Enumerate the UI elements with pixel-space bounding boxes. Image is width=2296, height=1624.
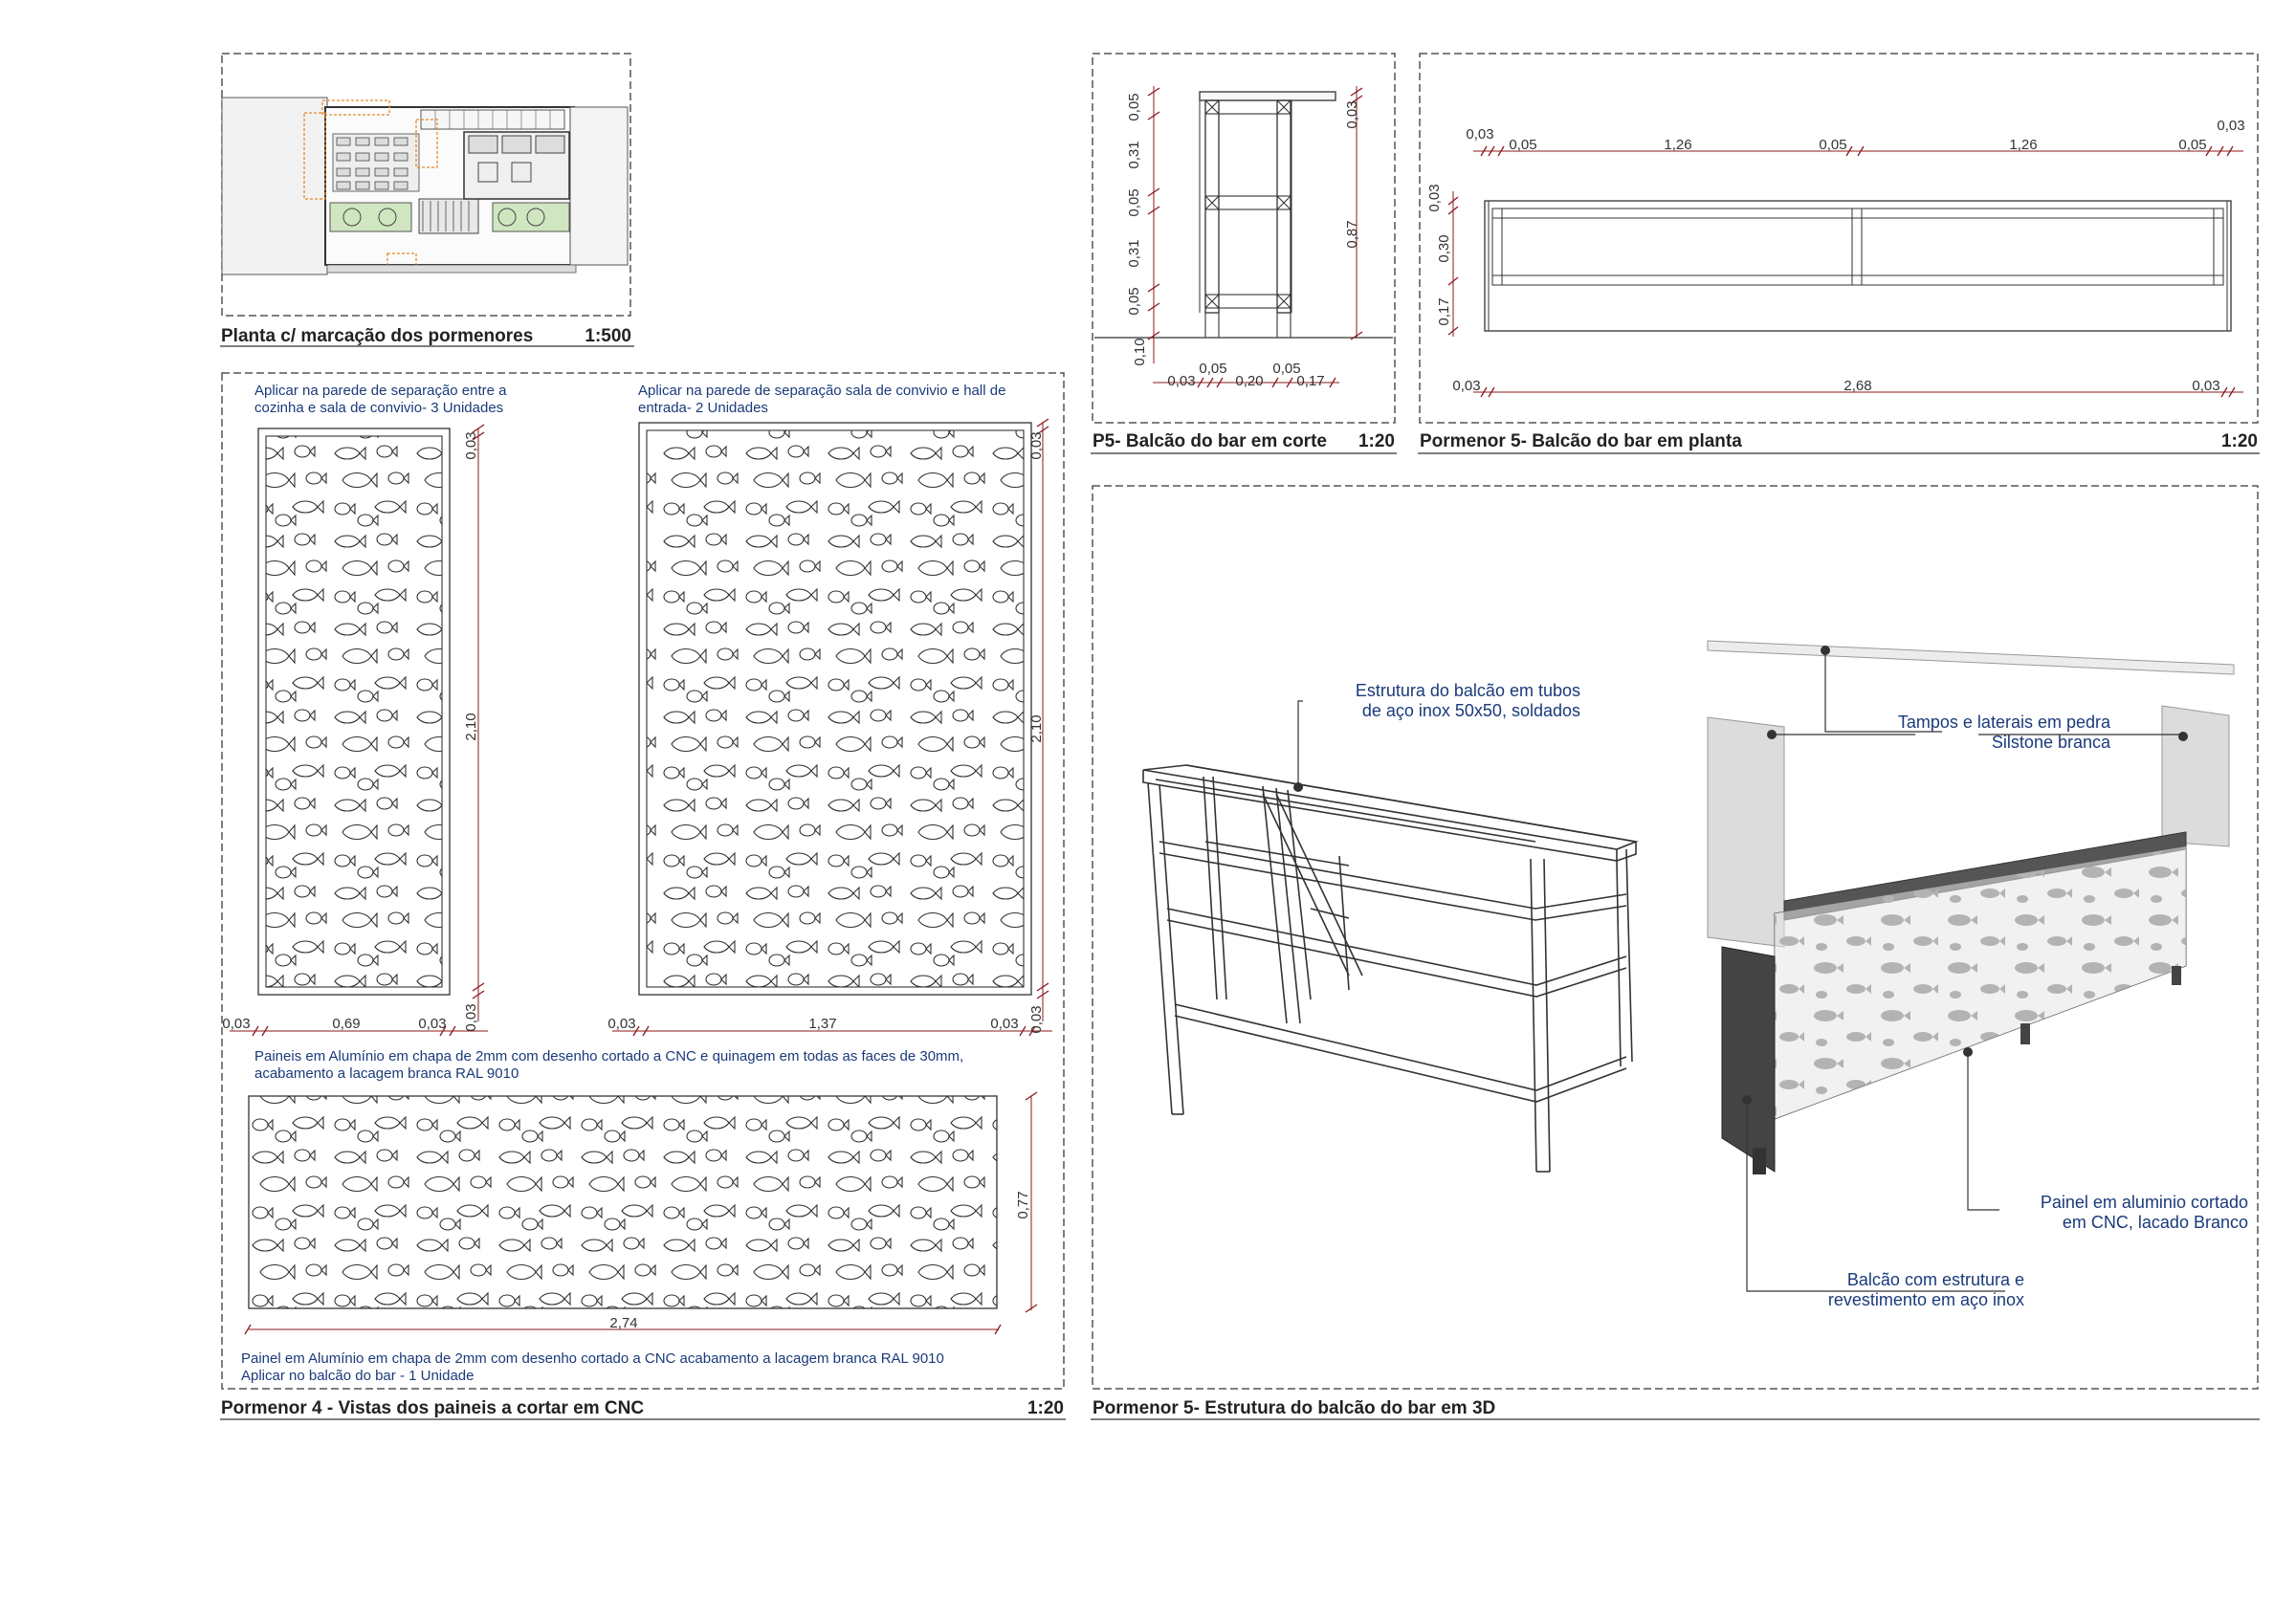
p4-title: Pormenor 4 - Vistas dos paineis a cortar… <box>221 1398 645 1418</box>
p4-dim-p1-right: 0,03 <box>418 1016 446 1032</box>
callout-steel-structure: Estrutura do balcão em tubos de aço inox… <box>1282 681 1580 721</box>
plan-drawing <box>221 53 631 317</box>
corte-dim-b4: 0,20 <box>1235 373 1263 389</box>
p5-3d-title: Pormenor 5- Estrutura do balcão do bar e… <box>1093 1398 1496 1418</box>
planta5-dim-t2: 0,05 <box>1509 137 1536 153</box>
p4-dim-p2-left: 0,03 <box>607 1016 635 1032</box>
corte-dim-v3: 0,05 <box>1126 188 1142 216</box>
corte-dim-b1: 0,05 <box>1199 361 1226 377</box>
planta5-dim-t7: 0,03 <box>2217 118 2244 134</box>
plan-scale: 1:500 <box>585 326 631 346</box>
p4-vertical-panels-note: Paineis em Alumínio em chapa de 2mm com … <box>254 1048 963 1083</box>
p4-panel1-note: Aplicar na parede de separação entre a c… <box>254 383 507 417</box>
callout-counter-structure-line1: Balcão com estrutura e <box>1846 1270 2024 1289</box>
p4-dim-p2-right: 0,03 <box>990 1016 1018 1032</box>
p4-panel2-note: Aplicar na parede de separação sala de c… <box>638 383 1005 417</box>
callout-counter-structure: Balcão com estrutura e revestimento em a… <box>1732 1270 2024 1310</box>
steel-frame <box>1142 764 1639 1173</box>
corte-dim-b2: 0,05 <box>1272 361 1300 377</box>
p4-vertical-panels-note-line1: Paineis em Alumínio em chapa de 2mm com … <box>254 1048 964 1064</box>
planta5-dim-l2: 0,30 <box>1436 234 1452 262</box>
p4-dim-p1-top: 0,03 <box>463 431 479 459</box>
p5-3d-drawing <box>1092 485 2259 1390</box>
corte-dim-v4: 0,31 <box>1126 239 1142 267</box>
counter-3d <box>1707 640 2235 1174</box>
planta5-dim-l3: 0,17 <box>1436 297 1452 325</box>
corte-dim-v2: 0,31 <box>1126 141 1142 168</box>
p4-bar-panel-note-line1: Painel em Alumínio em chapa de 2mm com d… <box>241 1350 944 1367</box>
corte-dim-v6: 0,10 <box>1132 338 1148 365</box>
p4-dim-p3-width: 2,74 <box>609 1315 637 1331</box>
callout-steel-structure-line2: de aço inox 50x50, soldados <box>1361 701 1580 720</box>
p4-dim-p1-height: 2,10 <box>463 713 479 740</box>
p4-scale: 1:20 <box>1027 1398 1064 1418</box>
planta5-drawing: 0,03 0,05 1,26 0,05 1,26 0,05 0,03 0,03 … <box>1419 53 2259 424</box>
corte-dim-v1: 0,05 <box>1126 93 1142 121</box>
planta5-dim-b2: 2,68 <box>1843 378 1871 394</box>
planta5-dim-b3: 0,03 <box>2192 378 2219 394</box>
p4-dim-p1-left: 0,03 <box>222 1016 250 1032</box>
p4-panel1-note-line1: Aplicar na parede de separação entre a <box>254 383 507 399</box>
callout-aluminium-panel-line1: Painel em aluminio cortado <box>2040 1193 2248 1212</box>
planta5-dim-t5: 1,26 <box>2009 137 2037 153</box>
p4-dim-p1-bottom: 0,03 <box>463 1003 479 1031</box>
corte-dim-v5: 0,05 <box>1126 287 1142 315</box>
plan-title: Planta c/ marcação dos pormenores <box>221 326 534 346</box>
callout-counter-structure-line2: revestimento em aço inox <box>1827 1290 2024 1309</box>
p4-drawing: 0,03 2,10 0,03 0,03 0,69 0,03 0,03 2,10 … <box>221 372 1065 1390</box>
p4-dim-p2-width: 1,37 <box>808 1016 836 1032</box>
callout-stone-tops-line1: Tampos e laterais em pedra <box>1897 713 2110 732</box>
corte-drawing: 0,05 0,31 0,05 0,31 0,05 0,10 0,03 0,87 … <box>1092 53 1396 424</box>
planta5-dim-t3: 1,26 <box>1664 137 1691 153</box>
corte-dim-r1: 0,03 <box>1344 100 1360 128</box>
p4-panel2-note-line1: Aplicar na parede de separação sala de c… <box>638 383 1006 399</box>
corte-dim-b3: 0,03 <box>1167 373 1195 389</box>
p4-dim-p1-width: 0,69 <box>332 1016 360 1032</box>
p4-panel2-note-line2: entrada- 2 Unidades <box>638 400 768 416</box>
p4-bar-panel-note-line2: Aplicar no balcão do bar - 1 Unidade <box>241 1368 475 1384</box>
p4-vertical-panels-note-line2: acabamento a lacagem branca RAL 9010 <box>254 1065 519 1082</box>
corte-scale: 1:20 <box>1358 431 1395 451</box>
callout-stone-tops: Tampos e laterais em pedra Silstone bran… <box>1818 713 2110 753</box>
p4-dim-p2-top: 0,03 <box>1028 431 1045 459</box>
callout-aluminium-panel: Painel em aluminio cortado em CNC, lacad… <box>1961 1193 2248 1233</box>
corte-dim-b5: 0,17 <box>1296 373 1324 389</box>
planta5-dim-t4: 0,05 <box>1819 137 1846 153</box>
p4-dim-p2-height: 2,10 <box>1028 714 1045 742</box>
callout-aluminium-panel-line2: em CNC, lacado Branco <box>2062 1213 2248 1232</box>
corte-dim-r2: 0,87 <box>1344 220 1360 248</box>
planta5-dim-b1: 0,03 <box>1452 378 1480 394</box>
p4-bar-panel-note: Painel em Alumínio em chapa de 2mm com d… <box>241 1350 944 1385</box>
planta5-dim-l1: 0,03 <box>1426 184 1443 211</box>
callout-stone-tops-line2: Silstone branca <box>1991 733 2110 752</box>
p4-dim-p2-bottom: 0,03 <box>1028 1005 1045 1033</box>
p4-panel1-note-line2: cozinha e sala de convivio- 3 Unidades <box>254 400 504 416</box>
corte-title: P5- Balcão do bar em corte <box>1093 431 1327 451</box>
planta5-title: Pormenor 5- Balcão do bar em planta <box>1420 431 1742 451</box>
p4-dim-p3-height: 0,77 <box>1015 1191 1031 1218</box>
callout-steel-structure-line1: Estrutura do balcão em tubos <box>1355 681 1580 700</box>
planta5-dim-t1: 0,03 <box>1466 126 1493 143</box>
planta5-dim-t6: 0,05 <box>2178 137 2206 153</box>
planta5-scale: 1:20 <box>2220 431 2258 451</box>
